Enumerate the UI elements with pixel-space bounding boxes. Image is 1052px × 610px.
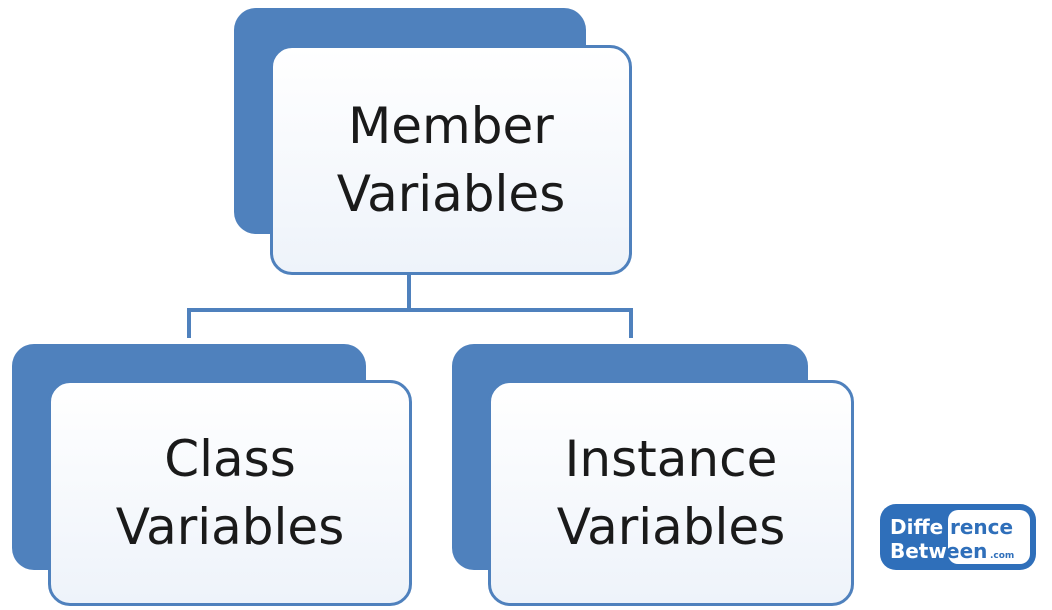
connector-left-drop: [187, 308, 191, 338]
logo-line1-a: Diffe: [890, 515, 943, 539]
logo-line2-a: Betw: [890, 539, 947, 563]
connector-horizontal: [187, 308, 633, 312]
connector-right-drop: [629, 308, 633, 338]
logo-line1-b: rence: [950, 515, 1013, 539]
root-node-label: Member Variables: [336, 97, 566, 223]
connector-root-stem: [407, 275, 411, 311]
difference-between-logo: Diffe rence Betw een .com: [880, 504, 1036, 570]
root-node: Member Variables: [270, 45, 632, 275]
class-variables-label: Class Variables: [115, 430, 345, 556]
instance-variables-label: Instance Variables: [556, 430, 786, 556]
logo-suffix: .com: [990, 551, 1014, 561]
instance-variables-node: Instance Variables: [488, 380, 854, 606]
class-variables-node: Class Variables: [48, 380, 412, 606]
logo-line2-b: een: [946, 539, 987, 563]
